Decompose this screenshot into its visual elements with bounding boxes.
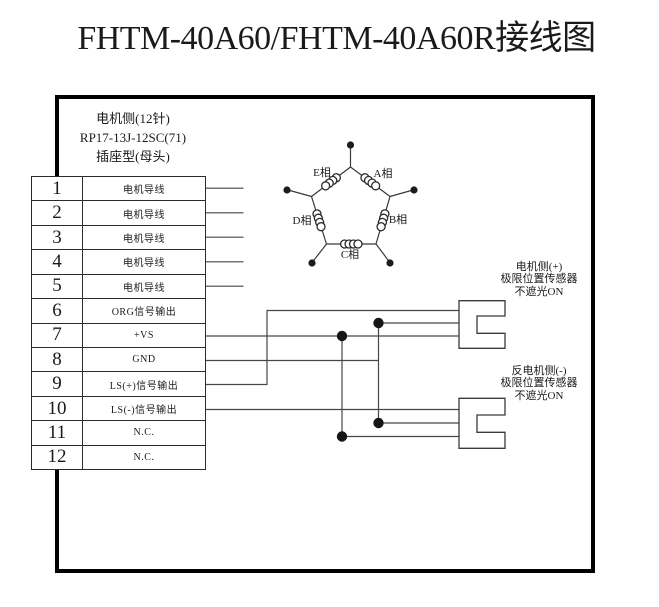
pin-number-cell: 9: [32, 372, 83, 396]
connector-pin-table: 1 电机导线 2 电机导线 3 电机导线 4 电机导线 5 电机导线 6 ORG信号输出 7 +VS 8 GN…: [31, 176, 206, 470]
page-title: FHTM-40A60/FHTM-40A60R接线图: [77, 20, 596, 57]
pin-number-cell: 7: [32, 323, 83, 347]
pin-label-cell: N.C.: [133, 427, 155, 439]
pin-number-cell: 2: [32, 201, 83, 225]
table-row: 6 ORG信号输出: [32, 298, 205, 323]
connector-model-label: RP17-13J-12SC(71): [79, 130, 187, 145]
pin-label-cell: +VS: [134, 329, 154, 341]
phase-label-a: A相: [374, 167, 393, 180]
sensor-2-side-label: 反电机侧(-): [511, 365, 567, 377]
table-row: 10 LS(-)信号输出: [32, 395, 205, 421]
table-row: 12 N.C.: [32, 444, 205, 470]
pin-number-cell: 8: [32, 347, 83, 372]
junctions: [336, 317, 384, 442]
pin-number-cell: 10: [32, 396, 83, 421]
table-row: 5 电机导线: [32, 273, 205, 299]
phase-label-b: B相: [389, 213, 407, 226]
sensor-2-caption: 反电机侧(-) 极限位置传感器 不遮光ON: [464, 365, 614, 402]
phase-labels: E相 A相 D相 B相 C相: [293, 166, 408, 261]
junction-dot: [373, 317, 384, 329]
coil-icon: [360, 173, 381, 191]
sensor-2-name-label: 极限位置传感器: [500, 377, 578, 390]
pin-number-cell: 12: [32, 445, 83, 470]
pin-number-cell: 5: [32, 274, 83, 299]
terminal-dots: [283, 141, 418, 267]
phase-label-c: C相: [341, 248, 359, 261]
coil-icon: [339, 239, 363, 249]
table-row: 8 GND: [32, 346, 205, 372]
pin-label-cell: 电机导线: [123, 258, 165, 270]
pin-label-cell: GND: [132, 354, 156, 366]
sensor-1-caption: 电机侧(+) 极限位置传感器 不遮光ON: [464, 261, 614, 298]
table-row: 3 电机导线: [32, 224, 205, 250]
table-row: 2 电机导线: [32, 200, 205, 225]
coil-icon: [312, 209, 326, 232]
junction-dot: [336, 431, 348, 442]
sensor-1-side-label: 电机侧(+): [515, 261, 563, 273]
coil-icon: [321, 173, 341, 191]
wire-vs-branch: [341, 336, 459, 438]
wire-ls-plus: [206, 309, 459, 386]
terminal-dot: [308, 259, 316, 267]
pin-label-cell: LS(-)信号输出: [110, 405, 178, 416]
pin-label-cell: 电机导线: [123, 185, 165, 197]
table-row: 11 N.C.: [32, 420, 205, 445]
pin-label-cell: LS(+)信号输出: [109, 380, 179, 392]
table-row: 7 +VS: [32, 322, 205, 347]
terminal-dot: [283, 186, 291, 194]
pin-number-cell: 6: [32, 299, 83, 323]
connector-side-label: 电机侧(12针): [96, 111, 170, 126]
pin-label-cell: N.C.: [133, 451, 155, 463]
sensor-1-state-label: 不遮光ON: [514, 285, 564, 298]
terminal-lead: [375, 243, 390, 263]
phase-coils: [312, 173, 390, 249]
pin-number-cell: 11: [32, 421, 83, 445]
terminal-dot: [386, 259, 394, 267]
table-row: 9 LS(+)信号输出: [32, 371, 205, 396]
limit-sensor-symbol-anti-motor-side: [458, 397, 506, 449]
pin-label-cell: 电机导线: [123, 234, 165, 246]
connector-header: 电机侧(12针) RP17-13J-12SC(71) 插座型(母头): [38, 109, 228, 166]
limit-sensor-symbol-motor-side: [458, 300, 506, 349]
junction-dot: [336, 330, 348, 342]
pin-label-cell: 电机导线: [123, 282, 165, 294]
terminal-lead: [312, 243, 327, 263]
terminal-dot: [410, 186, 418, 194]
phase-label-d: D相: [293, 214, 312, 227]
terminal-dot: [346, 141, 355, 149]
pin-number-cell: 3: [32, 225, 83, 250]
phase-label-e: E相: [313, 166, 331, 179]
pin-number-cell: 1: [32, 177, 83, 201]
connector-type-label: 插座型(母头): [96, 149, 170, 164]
junction-dot: [373, 417, 384, 429]
pin-label-cell: ORG信号输出: [111, 307, 177, 319]
wires: [206, 187, 459, 438]
table-row: 4 电机导线: [32, 249, 205, 274]
pin-number-cell: 4: [32, 250, 83, 274]
table-row: 1 电机导线: [32, 177, 205, 201]
terminal-lead: [287, 189, 312, 198]
sensor-1-name-label: 极限位置传感器: [500, 273, 578, 286]
sensor-2-state-label: 不遮光ON: [514, 389, 564, 402]
coil-icon: [376, 209, 390, 232]
pin-label-cell: 电机导线: [123, 209, 165, 221]
terminal-lead: [389, 189, 414, 198]
